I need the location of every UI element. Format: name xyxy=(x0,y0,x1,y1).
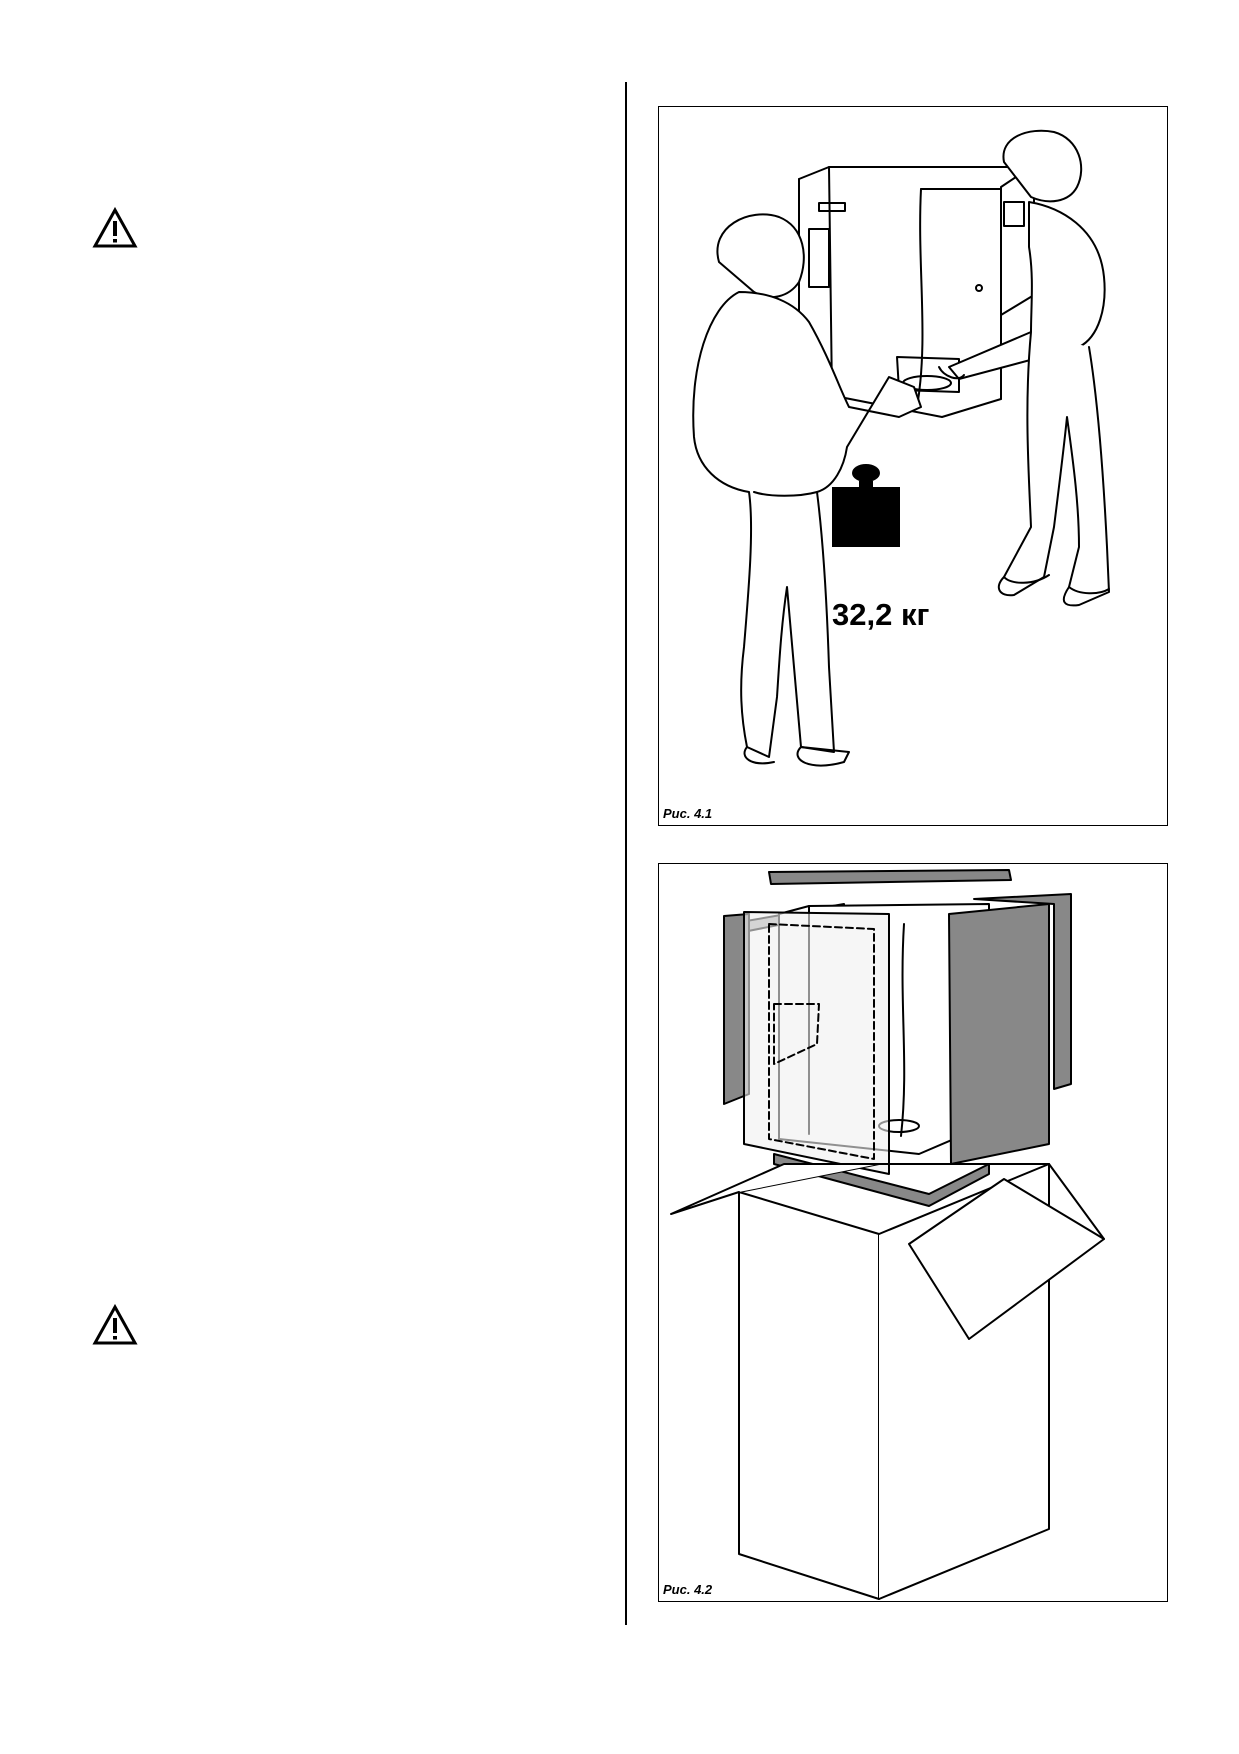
warning-triangle-icon xyxy=(92,1304,138,1345)
machine-body xyxy=(798,166,1035,418)
packaging-illustration xyxy=(670,869,1105,1600)
figure-caption: Рис. 4.2 xyxy=(663,1582,713,1597)
figure-caption: Рис. 4.1 xyxy=(663,806,713,821)
figure-4-1-lifting: 32,2 кг Рис. 4.1 xyxy=(658,106,1168,826)
weight-label: 32,2 кг xyxy=(832,597,930,632)
figure-4-2-packaging: Рис. 4.2 xyxy=(658,863,1168,1602)
cardboard-box xyxy=(738,1191,880,1600)
person-right xyxy=(1002,129,1083,203)
warning-triangle-icon xyxy=(92,207,138,248)
packing-lid xyxy=(768,869,1012,885)
person-left xyxy=(716,213,805,299)
lifting-illustration xyxy=(692,129,1110,767)
weight-icon xyxy=(832,464,900,547)
column-divider xyxy=(625,82,627,1625)
base-pallet xyxy=(773,1153,990,1207)
side-panel-right xyxy=(948,903,1050,1165)
